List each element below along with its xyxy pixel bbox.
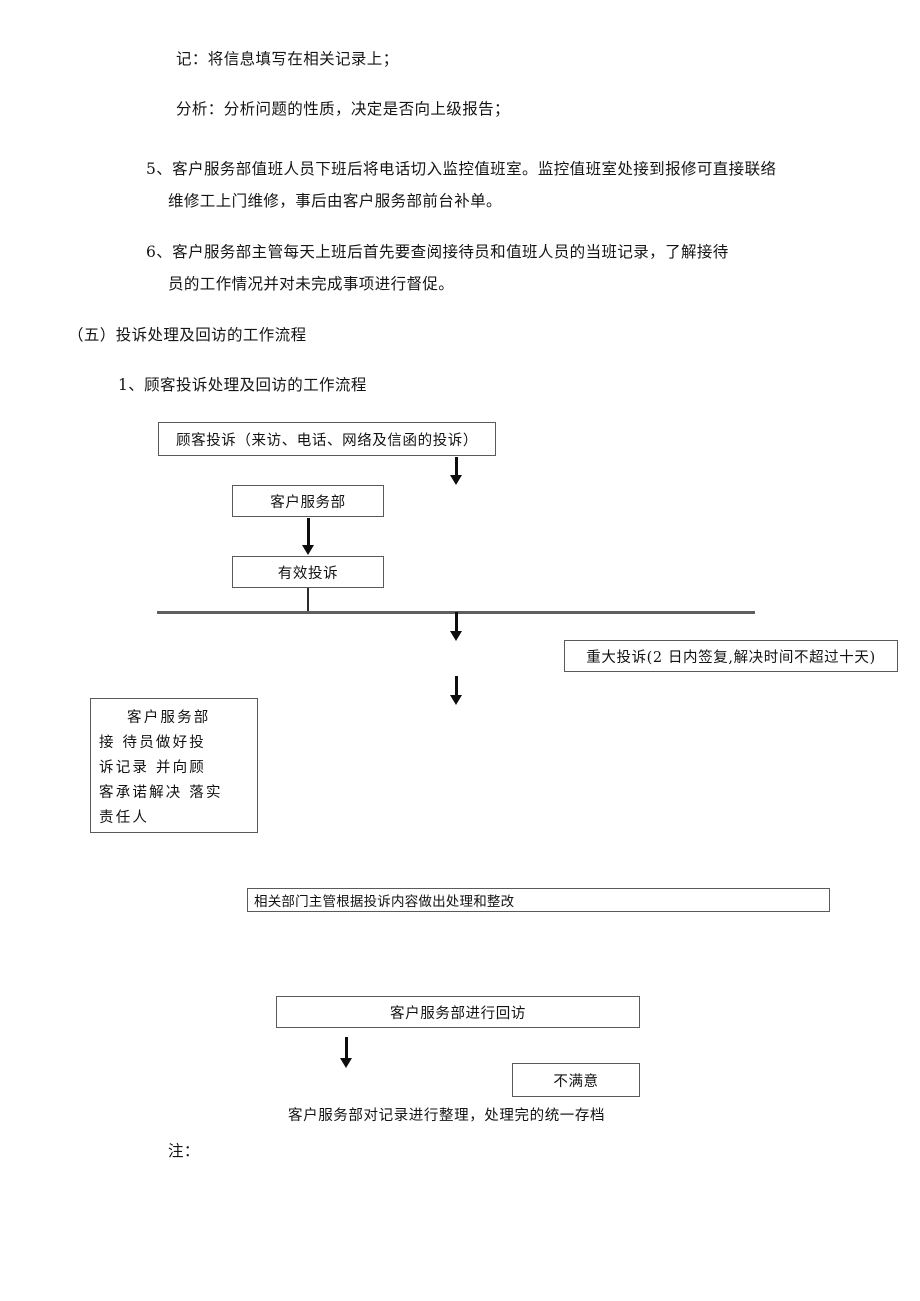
numbered-item-6-line-2: 员的工作情况并对未完成事项进行督促。 <box>168 275 455 293</box>
numbered-item-6-text-1: 客户服务部主管每天上班后首先要查阅接待员和值班人员的当班记录，了解接待 <box>172 243 729 261</box>
numbered-item-5-marker: 5、 <box>146 160 173 178</box>
arrow-follow-up-to-archive <box>340 1037 352 1069</box>
subsection-heading: 1、顾客投诉处理及回访的工作流程 <box>118 376 367 394</box>
paragraph-analysis: 分析：分析问题的性质，决定是否向上级报告； <box>176 100 510 118</box>
connector-valid-complaint-to-divider <box>307 588 309 613</box>
arrow-divider-down-1 <box>450 612 462 642</box>
node-receptionist-record-line-1: 客户服务部 <box>127 710 211 726</box>
node-receptionist-record-line-2: 接 待员做好投 <box>99 735 207 751</box>
node-receptionist-record-line-5: 责任人 <box>99 810 150 826</box>
arrow-intake-to-service-dept <box>450 457 462 485</box>
numbered-item-6-marker: 6、 <box>146 243 173 261</box>
arrow-divider-down-2 <box>450 676 462 706</box>
node-major-complaint: 重大投诉(2 日内签复,解决时间不超过十天) <box>564 640 898 672</box>
node-complaint-intake: 顾客投诉（来访、电话、网络及信函的投诉） <box>158 422 496 456</box>
numbered-item-5-text-1: 客户服务部值班人员下班后将电话切入监控值班室。监控值班室处接到报修可直接联络 <box>172 160 777 178</box>
arrow-service-dept-to-valid-complaint <box>302 518 314 556</box>
node-follow-up-visit: 客户服务部进行回访 <box>276 996 640 1028</box>
numbered-item-5-line-1: 5、客户服务部值班人员下班后将电话切入监控值班室。监控值班室处接到报修可直接联络 <box>146 153 876 185</box>
node-valid-complaint: 有效投诉 <box>232 556 384 588</box>
node-customer-service-dept: 客户服务部 <box>232 485 384 517</box>
node-dept-handling: 相关部门主管根据投诉内容做出处理和整改 <box>247 888 830 912</box>
node-dissatisfied: 不满意 <box>512 1063 640 1097</box>
section-heading: （五）投诉处理及回访的工作流程 <box>68 326 307 344</box>
node-receptionist-record-line-3: 诉记录 并向顾 <box>99 760 207 776</box>
numbered-item-5: 5、客户服务部值班人员下班后将电话切入监控值班室。监控值班室处接到报修可直接联络… <box>146 153 876 217</box>
node-receptionist-record-line-4: 客承诺解决 落实 <box>99 785 223 801</box>
numbered-item-5-line-2: 维修工上门维修，事后由客户服务部前台补单。 <box>168 192 502 210</box>
node-receptionist-record: 客户服务部 接 待员做好投 诉记录 并向顾 客承诺解决 落实 责任人 <box>90 698 258 833</box>
footer-note: 注： <box>168 1142 200 1160</box>
numbered-item-6: 6、客户服务部主管每天上班后首先要查阅接待员和值班人员的当班记录，了解接待 员的… <box>146 236 876 300</box>
paragraph-record: 记：将信息填写在相关记录上； <box>176 50 399 68</box>
numbered-item-6-line-1: 6、客户服务部主管每天上班后首先要查阅接待员和值班人员的当班记录，了解接待 <box>146 236 876 268</box>
flowchart-caption-archive: 客户服务部对记录进行整理，处理完的统一存档 <box>288 1108 606 1124</box>
